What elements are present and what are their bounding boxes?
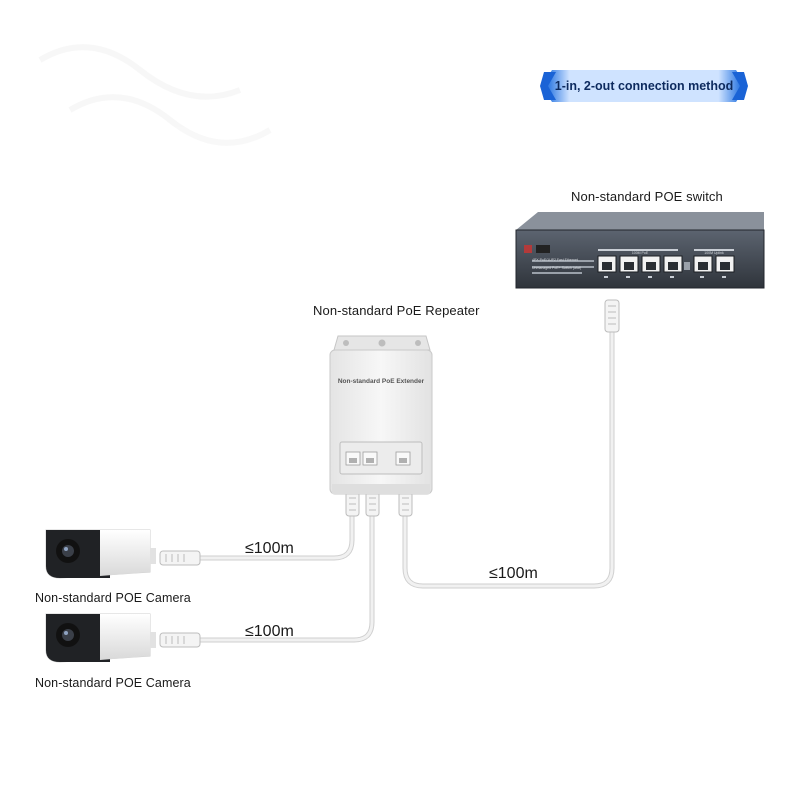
camera-device-1 [45,529,156,579]
camera-device-2 [45,613,156,663]
connection-method-banner: 1-in, 2-out connection method [542,69,746,103]
rj45-connectors [159,299,620,648]
cable-repeater-to-camera2 [197,505,375,643]
distance-camera1: ≤100m [245,540,294,557]
banner-text: 1-in, 2-out connection method [554,79,734,93]
switch-front-line-1: 4PX PoE/1UP2 Fast Ethernet [532,258,578,262]
switch-title: Non-standard POE switch [571,189,723,204]
switch-poe-group-label: 100M PoE [632,251,649,255]
poe-repeater-device [329,335,433,495]
background-watermark [38,44,272,146]
distance-switch-link: ≤100m [489,565,538,582]
repeater-title: Non-standard PoE Repeater [313,303,480,318]
banner-shape [540,70,748,102]
repeater-plug-2 [365,491,380,517]
cables [197,327,615,643]
camera2-plug [159,632,201,648]
switch-uplink-group-label: 100M Uplink [704,251,724,255]
switch-plug [604,299,620,333]
cable-switch-to-repeater [402,327,615,589]
switch-front-line-2: Unmanaged PoE+ Switch (afat) [532,266,581,270]
repeater-plug-3 [398,491,413,517]
camera1-label: Non-standard POE Camera [35,591,191,605]
repeater-device-label: Non-standard PoE Extender [338,378,425,385]
distance-camera2: ≤100m [245,623,294,640]
camera1-plug [159,550,201,566]
repeater-plug-1 [345,491,360,517]
camera2-label: Non-standard POE Camera [35,676,191,690]
poe-switch-device [515,212,765,289]
